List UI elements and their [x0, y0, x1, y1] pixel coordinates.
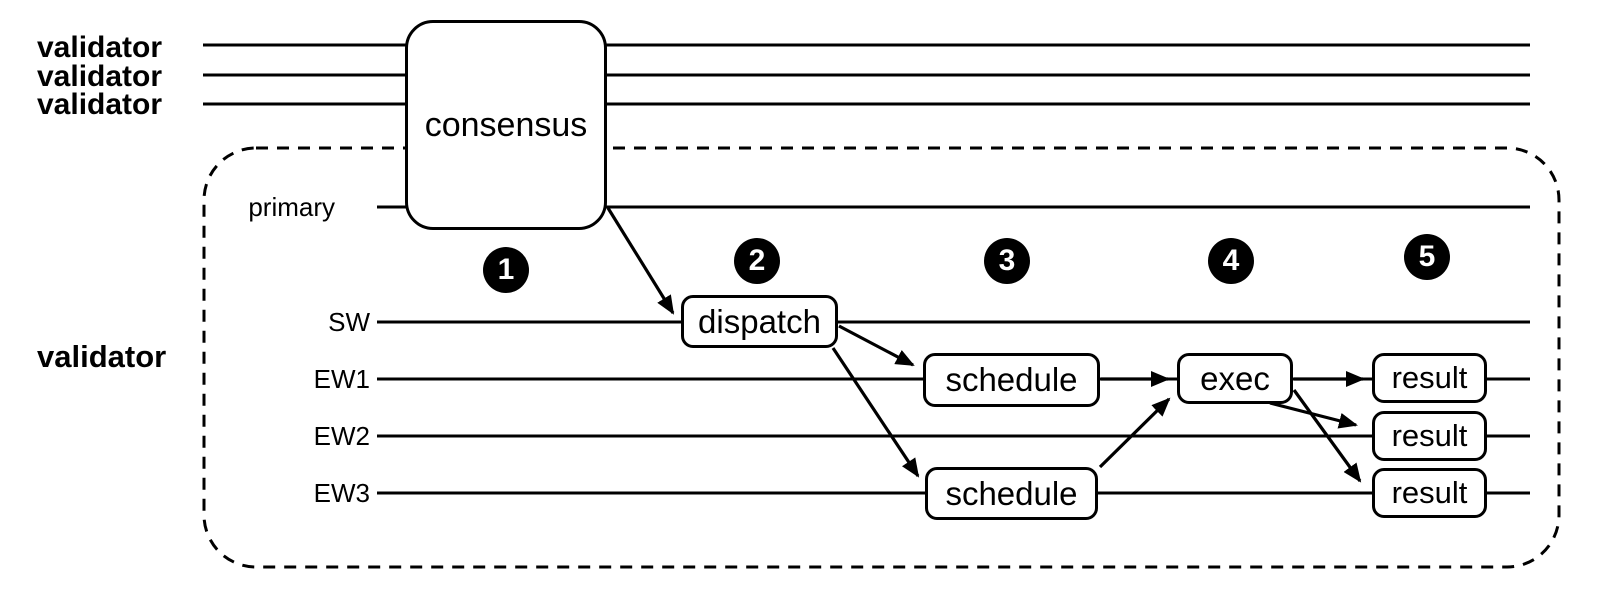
step-marker-3: 3	[984, 238, 1030, 284]
step-marker-5: 5	[1404, 234, 1450, 280]
validator-group-label: validator	[37, 339, 167, 374]
arrow-exec-to-result-ew3	[1292, 389, 1362, 483]
lane-label-validator-2: validator	[37, 60, 163, 93]
node-schedule-ew1: schedule	[923, 353, 1100, 407]
lane-label-sw: SW	[328, 307, 370, 337]
step-marker-1: 1	[483, 247, 529, 293]
arrow-dispatch-to-schedule-ew3	[831, 347, 920, 478]
lane-label-ew2: EW2	[313, 421, 370, 451]
arrow-schedule-ew3-to-exec	[1098, 397, 1171, 469]
node-result-ew3: result	[1372, 468, 1487, 518]
step-marker-2: 2	[734, 238, 780, 284]
node-result-ew1: result	[1372, 353, 1487, 403]
node-schedule-ew3: schedule	[925, 467, 1098, 520]
node-dispatch: dispatch	[681, 295, 838, 348]
node-consensus: consensus	[405, 20, 607, 230]
validator-group-border	[202, 146, 1561, 569]
node-exec: exec	[1177, 353, 1293, 404]
lane-label-primary: primary	[248, 192, 335, 222]
lane-label-ew3: EW3	[313, 478, 370, 508]
lane-label-validator-3: validator	[37, 88, 163, 121]
node-result-ew2: result	[1372, 411, 1487, 461]
lane-label-ew1: EW1	[313, 364, 370, 394]
arrow-dispatch-to-schedule-ew1	[838, 324, 915, 367]
lane-label-validator-1: validator	[37, 31, 163, 64]
arrow-consensus-to-dispatch	[606, 207, 675, 315]
step-marker-4: 4	[1208, 238, 1254, 284]
